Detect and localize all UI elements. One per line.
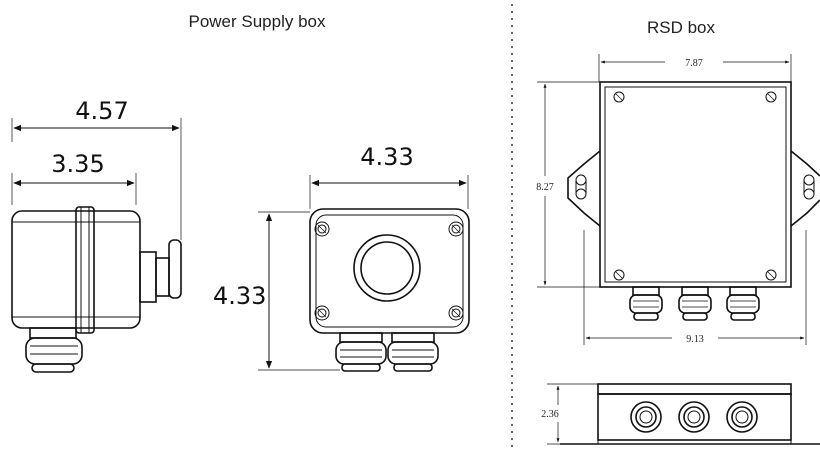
dimension-label-7-87: 7.87 <box>685 58 703 69</box>
dimension-label-width-4-33: 4.33 <box>360 143 413 171</box>
rsd-port-2 <box>678 401 710 433</box>
rsd-screw-top-right <box>765 91 777 103</box>
corner-screw-bottom-right <box>448 305 464 321</box>
corner-screw-bottom-left <box>314 305 330 321</box>
rsd-gland-1 <box>629 286 663 321</box>
dimension-label-3-35: 3.35 <box>51 150 104 178</box>
dimension-front-height: 4.33 <box>213 211 340 371</box>
rsd-screw-bottom-left <box>613 269 625 281</box>
power-supply-front-view: 4.33 4.33 <box>213 143 470 372</box>
corner-screw-top-left <box>314 221 330 237</box>
power-supply-title: Power Supply box <box>188 12 326 31</box>
rsd-screw-top-left <box>613 91 625 103</box>
dimension-label-height-4-33: 4.33 <box>213 282 266 310</box>
dimension-rsd-inner-width: 7.87 <box>598 54 792 82</box>
rsd-screw-bottom-right <box>765 269 777 281</box>
dimension-label-4-57: 4.57 <box>75 97 128 125</box>
rsd-gland-3 <box>726 286 760 321</box>
mounting-flange-right <box>790 150 820 227</box>
dimension-rsd-depth: 2.36 <box>541 383 600 445</box>
rsd-port-3 <box>726 401 758 433</box>
rsd-title: RSD box <box>647 18 716 37</box>
corner-screw-top-right <box>448 221 464 237</box>
dimension-front-width: 4.33 <box>309 143 469 209</box>
dimension-label-2-36: 2.36 <box>541 409 559 420</box>
dimension-label-8-27: 8.27 <box>536 182 554 193</box>
power-supply-side-view: 4.57 3.35 <box>11 97 182 373</box>
dimension-overall-length: 4.57 <box>11 97 182 240</box>
rsd-front-view: 2.36 <box>541 383 820 445</box>
dimension-label-9-13: 9.13 <box>686 334 704 345</box>
cable-gland-left <box>335 332 387 372</box>
dimension-body-length: 3.35 <box>11 150 137 205</box>
rsd-top-view: 7.87 8.27 9.13 <box>536 54 820 345</box>
rsd-port-1 <box>630 401 662 433</box>
mounting-flange-left <box>567 150 601 227</box>
cable-gland-right <box>387 332 439 372</box>
dimension-rsd-overall-width: 9.13 <box>583 230 807 345</box>
rsd-gland-2 <box>678 286 712 321</box>
dimension-rsd-height: 8.27 <box>536 81 600 288</box>
